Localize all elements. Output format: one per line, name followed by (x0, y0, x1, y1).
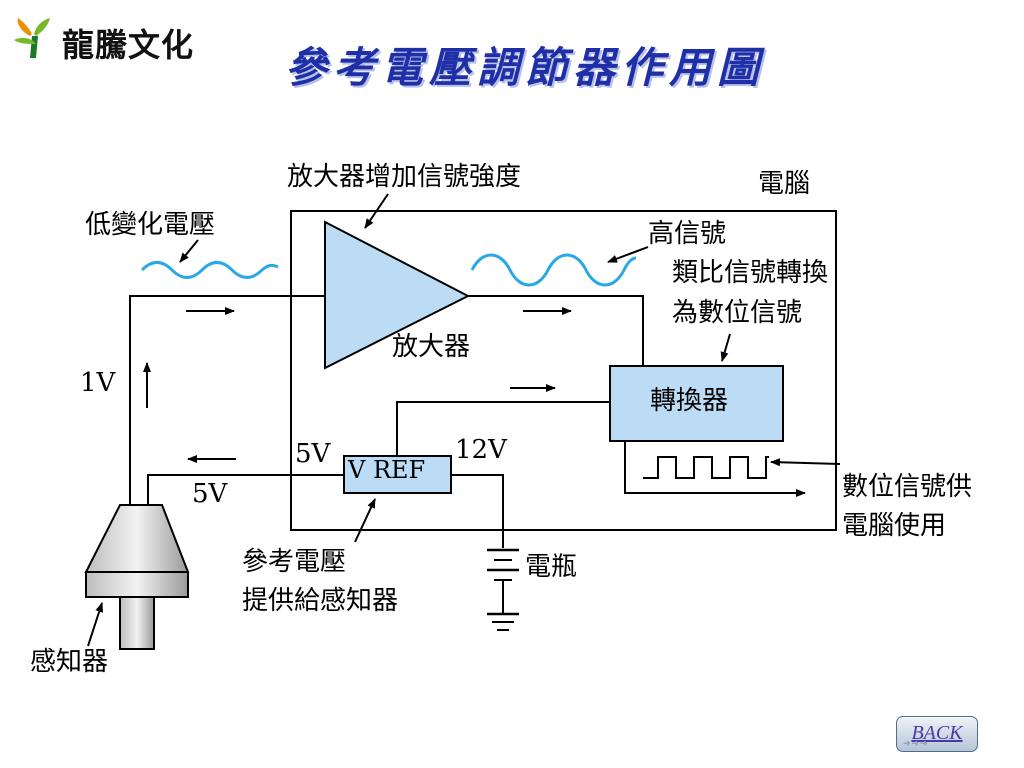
label-amp-increase: 放大器增加信號強度 (287, 162, 522, 192)
ref-to-sensor-line (147, 474, 344, 505)
label-5v-below: 5V (192, 479, 228, 509)
digital-square-wave (643, 456, 769, 479)
label-vref: V REF (348, 456, 426, 484)
label-converter: 轉換器 (650, 386, 729, 416)
label-12v: 12V (455, 435, 507, 465)
vref-label-pointer (354, 498, 376, 543)
back-button[interactable]: BACK ➔➔➔ (896, 716, 978, 752)
low-voltage-pointer (179, 239, 199, 263)
low-voltage-wave (140, 261, 279, 279)
battery-icon (487, 548, 519, 631)
high-signal-pointer (607, 246, 649, 263)
label-1v: 1V (80, 368, 116, 398)
digital-label-pointer (770, 458, 841, 467)
converter-label-pointer (720, 333, 731, 362)
amp-label-pointer (364, 193, 389, 229)
label-low-change-voltage: 低變化電壓 (85, 210, 216, 240)
high-signal-wave (470, 253, 637, 287)
vref-converter-line (396, 401, 610, 462)
label-amplifier: 放大器 (392, 332, 471, 362)
digital-output-line (624, 441, 806, 497)
computer-box (290, 210, 837, 531)
converter-block (609, 365, 784, 442)
sensor-signal-line (129, 295, 325, 505)
logo-text: 龍騰文化 (62, 26, 195, 64)
label-digital-signal-1: 數位信號供 (842, 472, 973, 502)
label-battery: 電瓶 (525, 552, 578, 582)
page-title: 參考電壓調節器作用圖 (285, 43, 766, 92)
label-computer: 電腦 (758, 169, 811, 199)
label-ref-voltage-2: 提供給感知器 (242, 586, 399, 616)
label-digital-signal-2: 電腦使用 (842, 511, 947, 541)
label-high-signal: 高信號 (648, 219, 727, 249)
label-analog-digital-1: 類比信號轉換 (672, 258, 829, 288)
sensor-label-pointer (87, 602, 104, 647)
back-arrows-icon: ➔➔➔ (903, 739, 929, 749)
back-button-label[interactable]: BACK (911, 722, 963, 744)
label-5v-left: 5V (295, 439, 331, 469)
battery-line (451, 474, 504, 548)
amp-output-line (466, 295, 644, 366)
label-ref-voltage-1: 參考電壓 (242, 547, 347, 577)
logo-mark-icon (14, 18, 50, 58)
label-analog-digital-2: 為數位信號 (672, 298, 803, 328)
logo (10, 14, 210, 64)
amplifier-triangle (324, 220, 471, 370)
label-sensor: 感知器 (30, 647, 109, 677)
sensor-icon (84, 504, 190, 650)
